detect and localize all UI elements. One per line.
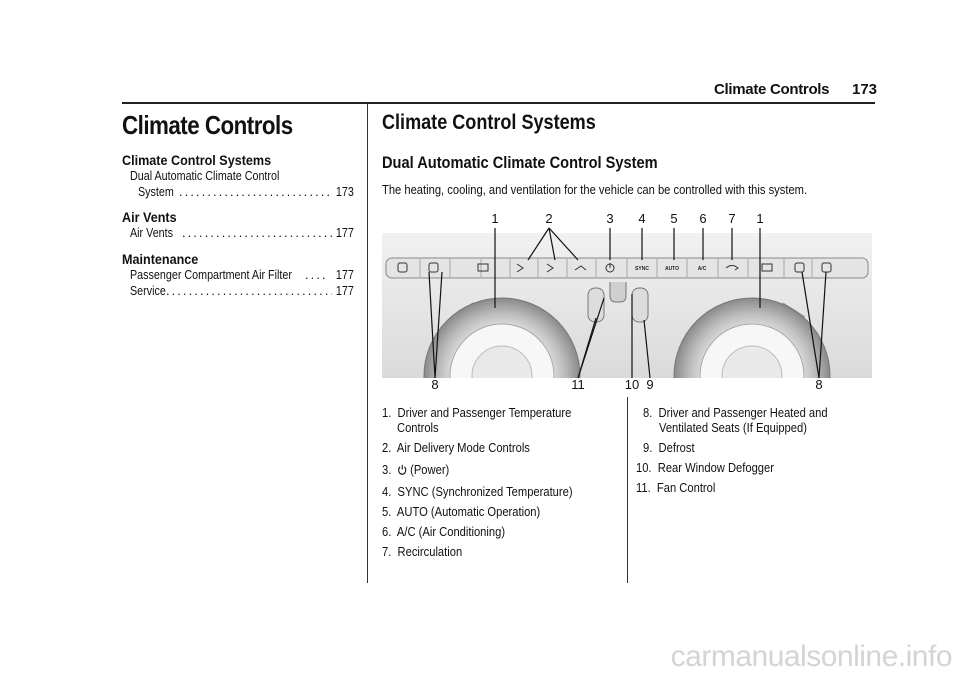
list-text: A/C (Air Conditioning) (396, 524, 506, 539)
toc-entry-page[interactable]: 173 (336, 185, 354, 199)
toc-entry-label[interactable]: Service (130, 284, 166, 298)
list-item-continuation: Controls (397, 420, 439, 435)
heated-seat-icon (821, 262, 832, 273)
callout-number: 4 (638, 211, 645, 226)
list-text: (Power) (410, 462, 450, 477)
callout-number: 1 (491, 211, 498, 226)
toc-section-heading: Maintenance (122, 251, 199, 267)
list-number: 10. (636, 460, 652, 475)
callout-number: 8 (431, 377, 438, 390)
climate-control-panel-figure: SYNC AUTO A/C (382, 208, 872, 455)
callout-number: 10 (625, 377, 639, 390)
callout-number: 9 (646, 377, 653, 390)
list-text: AUTO (Automatic Operation) (396, 504, 541, 519)
list-text: Defrost (658, 440, 695, 455)
list-item: 9. Defrost (643, 440, 695, 455)
header-rule (122, 102, 875, 104)
list-item-continuation: Ventilated Seats (If Equipped) (659, 420, 807, 435)
list-number: 8. (643, 405, 653, 420)
list-text: Air Delivery Mode Controls (396, 440, 530, 455)
list-text: Recirculation (397, 544, 463, 559)
list-number: 2. (382, 440, 392, 455)
list-item: 8. Driver and Passenger Heated and (643, 405, 828, 420)
list-item: 3. (Power) (382, 462, 449, 477)
toc-leader-dots: ........................................… (166, 284, 332, 298)
recirculation-icon (725, 265, 739, 271)
list-text: Driver and Passenger Temperature (397, 405, 572, 420)
list-item: 6. A/C (Air Conditioning) (382, 524, 505, 539)
callout-number: 11 (571, 377, 585, 390)
power-icon (398, 464, 407, 475)
list-number: 9. (643, 440, 653, 455)
toc-entry-label[interactable]: Passenger Compartment Air Filter (130, 268, 292, 282)
page-number: 173 (852, 81, 878, 98)
ventilated-seat-icon (794, 262, 805, 273)
column-divider-left (367, 103, 369, 583)
toc-title: Climate Controls (122, 110, 293, 140)
mode-floor-icon (574, 265, 587, 271)
list-number: 7. (382, 544, 392, 559)
list-item: 11. Fan Control (636, 480, 715, 495)
auto-button-label: AUTO (665, 266, 679, 272)
callout-number: 5 (670, 211, 677, 226)
seat-mode-icon (477, 263, 489, 272)
list-number: 11. (636, 480, 651, 495)
toc-section-heading: Climate Control Systems (122, 152, 272, 168)
toc-leader-dots: ........................................… (179, 185, 331, 199)
list-number: 4. (382, 484, 392, 499)
watermark: carmanualsonline.info (670, 640, 953, 673)
callout-number: 3 (606, 211, 613, 226)
mode-face-icon (516, 263, 524, 273)
toc-entry-page[interactable]: 177 (336, 268, 354, 282)
callout-number: 2 (545, 211, 552, 226)
sync-button-label: SYNC (635, 266, 649, 272)
list-text: Driver and Passenger Heated and (658, 405, 828, 420)
callout-number: 7 (728, 211, 735, 226)
mode-bilevel-icon (546, 263, 554, 273)
toc-entry-label[interactable]: Air Vents (130, 226, 174, 240)
list-number: 5. (382, 504, 392, 519)
column-divider-right (627, 397, 629, 583)
list-text: Fan Control (656, 480, 716, 495)
callout-number: 1 (756, 211, 763, 226)
list-item: 5. AUTO (Automatic Operation) (382, 504, 540, 519)
subsection-heading: Dual Automatic Climate Control System (382, 153, 658, 172)
toc-leader-dots: .... (305, 268, 328, 282)
toc-entry-page[interactable]: 177 (336, 226, 354, 240)
toc-entry-label[interactable]: System (138, 185, 174, 199)
section-heading: Climate Control Systems (382, 111, 596, 134)
defrost-button (631, 287, 649, 323)
seat-mode-icon (761, 263, 773, 272)
heated-seat-icon (397, 262, 408, 273)
list-item: 10. Rear Window Defogger (636, 460, 774, 475)
ventilated-seat-icon (428, 262, 439, 273)
list-number: 6. (382, 524, 392, 539)
toc-leader-dots: ........................................… (182, 226, 332, 240)
list-item: 4. SYNC (Synchronized Temperature) (382, 484, 573, 499)
toc-entry-page[interactable]: 177 (336, 284, 354, 298)
callout-number: 8 (815, 377, 822, 390)
ac-button-label: A/C (698, 266, 707, 272)
intro-paragraph: The heating, cooling, and ventilation fo… (382, 182, 808, 197)
list-number: 1. (382, 405, 392, 420)
running-header-title: Climate Controls (714, 81, 830, 98)
toc-entry-label[interactable]: Dual Automatic Climate Control (130, 169, 280, 183)
list-item: 7. Recirculation (382, 544, 462, 559)
list-number: 3. (382, 462, 392, 477)
list-text: Rear Window Defogger (657, 460, 774, 475)
list-text: SYNC (Synchronized Temperature) (397, 484, 573, 499)
toc-section-heading: Air Vents (122, 209, 177, 225)
callout-number: 6 (699, 211, 706, 226)
list-item: 1. Driver and Passenger Temperature (382, 405, 571, 420)
list-item: 2. Air Delivery Mode Controls (382, 440, 530, 455)
